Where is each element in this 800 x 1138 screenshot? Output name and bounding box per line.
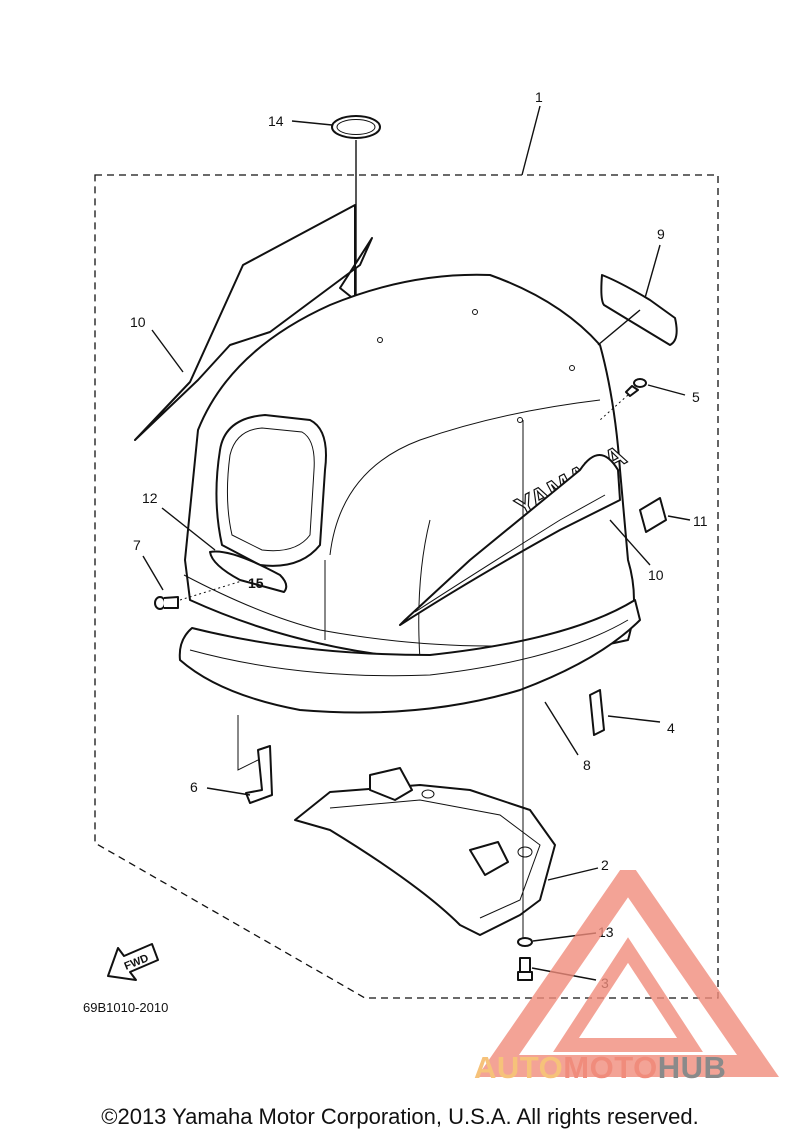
callout-6: 6 <box>190 779 198 795</box>
part-5-bolt <box>625 378 647 397</box>
part-3-bolt <box>517 957 533 981</box>
exploded-parts-diagram: YAMAHA 15 <box>83 89 719 1015</box>
watermark-logo-icon <box>477 870 779 1077</box>
leader-11 <box>667 515 691 521</box>
part-2-bottom-plate <box>294 767 556 936</box>
callout-7: 7 <box>133 537 141 553</box>
part-8-seal <box>178 599 641 714</box>
part-code: 69B1010-2010 <box>83 1000 168 1015</box>
callout-5: 5 <box>692 389 700 405</box>
leader-5 <box>647 384 686 396</box>
callout-10-left: 10 <box>130 314 146 330</box>
callout-11: 11 <box>693 513 708 529</box>
dotted-5 <box>599 394 629 421</box>
leader-10-right <box>609 519 651 566</box>
callout-1: 1 <box>535 89 543 105</box>
part-6-bracket <box>245 745 273 804</box>
leader-4 <box>607 715 661 723</box>
part-7-pin <box>154 596 179 610</box>
callout-14: 14 <box>268 113 284 129</box>
model-badge-text: 15 <box>248 575 264 591</box>
guide-6 <box>237 715 259 771</box>
part-10-right-inner <box>414 494 606 613</box>
leader-10-left <box>151 329 184 373</box>
dotted-7 <box>179 579 246 601</box>
leader-6 <box>206 787 251 796</box>
watermark-hub: HUB <box>657 1050 727 1085</box>
fwd-arrow-icon: FWD <box>107 943 159 981</box>
part-11-emblem <box>639 497 667 533</box>
leader-8 <box>544 701 579 756</box>
watermark-text: AUTOMOTOHUB <box>474 1050 726 1086</box>
part-14-ring <box>331 115 381 139</box>
part-10-left-stripe <box>134 204 373 441</box>
leader-1 <box>521 105 541 176</box>
leader-9 <box>644 244 661 299</box>
watermark-auto: AUTO <box>474 1050 564 1085</box>
leader-14 <box>291 120 333 126</box>
leader-12 <box>161 507 216 551</box>
copyright-notice: ©2013 Yamaha Motor Corporation, U.S.A. A… <box>101 1104 699 1129</box>
callout-10-right: 10 <box>648 567 664 583</box>
part-12-badge: 15 <box>209 550 288 593</box>
callout-2: 2 <box>601 857 609 873</box>
callout-4: 4 <box>667 720 675 736</box>
part-13-washer <box>517 937 533 947</box>
part-4-bracket <box>589 689 605 736</box>
watermark-moto: MOTO <box>563 1050 658 1085</box>
leader-9b <box>597 309 641 346</box>
part-10-right-decal <box>399 454 621 626</box>
leader-7 <box>142 555 164 591</box>
callout-8: 8 <box>583 757 591 773</box>
callout-12: 12 <box>142 490 158 506</box>
leader-2 <box>547 867 599 881</box>
callout-9: 9 <box>657 226 665 242</box>
